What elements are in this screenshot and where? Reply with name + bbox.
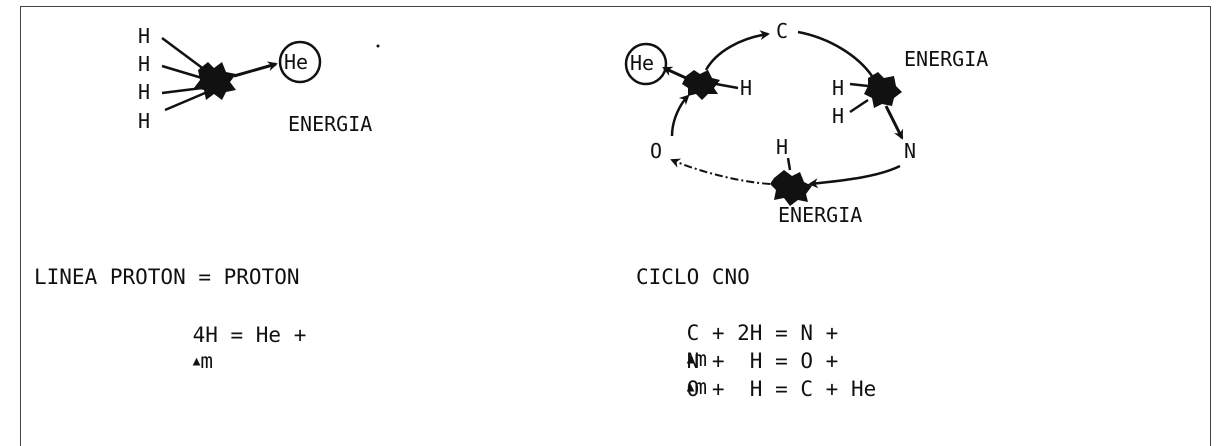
cno-he-out-arrow [662, 66, 687, 80]
cno-h-top-left: H [740, 76, 752, 100]
cno-oxygen: O [650, 139, 662, 163]
cno-equation-2-rhs: m [694, 375, 708, 399]
cno-cycle-diagram: He H C H H ENERGIA N H [624, 19, 988, 227]
frame-left-border [20, 6, 21, 446]
pp-helium-circle [278, 40, 322, 84]
delta-icon: ▲ [686, 352, 695, 367]
delta-icon: ▲ [192, 354, 201, 369]
cno-equation-2: N + H = O + ▲m [636, 322, 839, 427]
pp-chain-diagram: H H H H He ENERGIA [138, 24, 380, 136]
cno-equation-1: C + 2H = N + ▲m [636, 294, 839, 399]
pp-energy-label: ENERGIA [288, 112, 372, 136]
cno-h-right-1: H [832, 76, 844, 100]
cno-title: CICLO CNO [636, 265, 750, 289]
pp-hydrogen-1: H [138, 24, 150, 48]
frame-top-border [20, 6, 1210, 7]
cno-nitrogen: N [904, 139, 916, 163]
cno-arrow-to-oxygen [670, 158, 771, 185]
cno-arrow-carbon-to-burst [797, 30, 874, 77]
cno-h-input-arrow-bottom [786, 157, 792, 171]
cno-energy-bottom: ENERGIA [778, 203, 862, 227]
pp-chain-equation: 4H = He + ▲m [142, 296, 307, 401]
cno-h-input-arrow-top-left [715, 82, 739, 90]
pp-product-arrow [233, 61, 278, 78]
cno-arrow-nitrogen-to-burst [808, 164, 901, 189]
cno-equation-3: O + H = C + He [636, 350, 877, 428]
cno-helium-label: He [630, 51, 654, 75]
cno-energy-top: ENERGIA [904, 47, 988, 71]
cno-arrow-oxygen-to-burst [670, 94, 690, 137]
pp-hydrogen-4: H [138, 109, 150, 133]
pp-arrow-h2 [161, 64, 203, 80]
pp-fusion-burst [194, 62, 236, 100]
pp-speck [376, 44, 380, 48]
pp-arrow-h1 [161, 36, 206, 72]
pp-equation-lhs: 4H = He + [192, 323, 307, 347]
cno-helium-circle [624, 42, 668, 86]
cno-carbon: C [776, 19, 788, 43]
pp-arrow-h4 [164, 91, 206, 112]
cno-arrow-to-nitrogen [884, 105, 904, 140]
cno-h-right-2: H [832, 104, 844, 128]
pp-hydrogen-3: H [138, 80, 150, 104]
cno-h-input-arrow-right-1 [849, 82, 869, 88]
pp-helium-label: He [284, 50, 308, 74]
pp-chain-title: LINEA PROTON = PROTON [34, 265, 300, 289]
frame-right-border [1210, 6, 1211, 446]
cno-equation-2-lhs: N + H = O + [686, 349, 839, 373]
cno-arrow-to-carbon [704, 30, 770, 71]
cno-burst-bottom [770, 170, 812, 206]
cno-equation-1-rhs: m [694, 347, 708, 371]
pp-arrow-h3 [161, 86, 203, 95]
cno-equation-3-lhs: O + H = C + He [686, 377, 877, 401]
delta-icon: ▲ [686, 380, 695, 395]
cno-burst-right [864, 72, 902, 108]
pp-equation-rhs: m [200, 349, 214, 373]
cno-burst-top-left [682, 70, 720, 100]
pp-hydrogen-2: H [138, 52, 150, 76]
cno-h-bottom: H [776, 135, 788, 159]
cno-h-input-arrow-right-2 [849, 98, 869, 114]
cno-equation-1-lhs: C + 2H = N + [686, 321, 839, 345]
